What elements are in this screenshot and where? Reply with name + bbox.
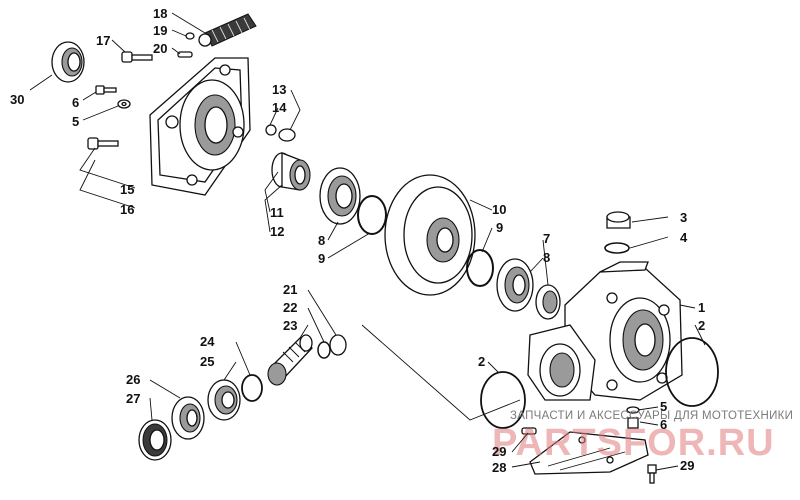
- part-bearing-26: [171, 396, 205, 440]
- callout-30: 30: [10, 92, 24, 107]
- callout-labels: 18 19 17 20 30 6 5 13 14 15 16 11 12 8 9…: [10, 6, 705, 475]
- part-main-housing: [527, 261, 683, 401]
- part-seal-7: [535, 284, 561, 320]
- leader-lines: [29, 12, 706, 471]
- callout-29: 29: [680, 458, 694, 473]
- callout-9: 9: [318, 251, 325, 266]
- callout-20: 20: [153, 41, 167, 56]
- callout-18: 18: [153, 6, 167, 21]
- part-bolt-6-lower: [626, 406, 640, 429]
- callout-28: 28: [492, 460, 506, 475]
- callout-29: 29: [492, 444, 506, 459]
- callout-15: 15: [120, 182, 134, 197]
- part-bolt-29-left: [521, 427, 537, 435]
- part-snap-ring-9-lower: [466, 249, 494, 287]
- part-oring-19: [185, 32, 195, 40]
- callout-26: 26: [126, 372, 140, 387]
- callout-14: 14: [272, 100, 287, 115]
- callout-23: 23: [283, 318, 297, 333]
- part-pinion-gear: [267, 334, 347, 386]
- callout-8: 8: [543, 250, 550, 265]
- callout-17: 17: [96, 33, 110, 48]
- callout-6: 6: [72, 95, 79, 110]
- callout-6: 6: [660, 417, 667, 432]
- callout-13: 13: [272, 82, 286, 97]
- callout-12: 12: [270, 224, 284, 239]
- part-washer-5-upper: [117, 99, 131, 109]
- part-seal-cap: [51, 41, 85, 83]
- callout-8: 8: [318, 233, 325, 248]
- part-bolt-17: [121, 51, 153, 63]
- part-fill-plug-3: [606, 211, 631, 229]
- callout-22: 22: [283, 300, 297, 315]
- watermark: ЗАПЧАСТИ И АКСЕССУАРЫ ДЛЯ МОТОТЕХНИКИ PA…: [492, 410, 793, 464]
- watermark-tagline: ЗАПЧАСТИ И АКСЕССУАРЫ ДЛЯ МОТОТЕХНИКИ: [510, 410, 793, 422]
- callout-24: 24: [200, 334, 215, 349]
- part-gearcase-cover: [149, 57, 251, 196]
- part-seal-27: [138, 419, 172, 461]
- callout-4: 4: [680, 230, 688, 245]
- part-sleeve-11: [271, 152, 311, 191]
- part-gasket-2-left: [480, 371, 526, 429]
- part-bolt-15: [87, 137, 119, 150]
- part-ring-gear: [384, 174, 476, 296]
- part-ring-24: [241, 374, 263, 402]
- callout-27: 27: [126, 391, 140, 406]
- callout-16: 16: [120, 202, 134, 217]
- part-bolt-29-right: [647, 464, 657, 484]
- callout-2: 2: [698, 318, 705, 333]
- part-skid-plate: [529, 431, 649, 475]
- callout-5: 5: [72, 114, 79, 129]
- part-bearing-25: [207, 379, 241, 421]
- part-bolt-6-upper: [95, 85, 117, 95]
- callout-9: 9: [496, 220, 503, 235]
- part-plug-13: [265, 124, 296, 142]
- callout-10: 10: [492, 202, 506, 217]
- part-bearing-8-upper: [319, 167, 361, 225]
- callout-25: 25: [200, 354, 214, 369]
- callout-7: 7: [543, 231, 550, 246]
- callout-2: 2: [478, 354, 485, 369]
- watermark-brand: PARTSFOR.RU: [492, 422, 775, 464]
- part-gasket-2-right: [665, 337, 719, 407]
- part-bearing-8-lower: [496, 258, 534, 312]
- callout-3: 3: [680, 210, 687, 225]
- callout-11: 11: [270, 205, 284, 220]
- part-pin-20: [177, 51, 193, 58]
- part-snap-ring-9-upper: [357, 195, 387, 235]
- part-boot: [198, 13, 257, 47]
- part-washer-4: [604, 242, 630, 254]
- callout-5: 5: [660, 399, 667, 414]
- callout-21: 21: [283, 282, 297, 297]
- callout-1: 1: [698, 300, 705, 315]
- callout-19: 19: [153, 23, 167, 38]
